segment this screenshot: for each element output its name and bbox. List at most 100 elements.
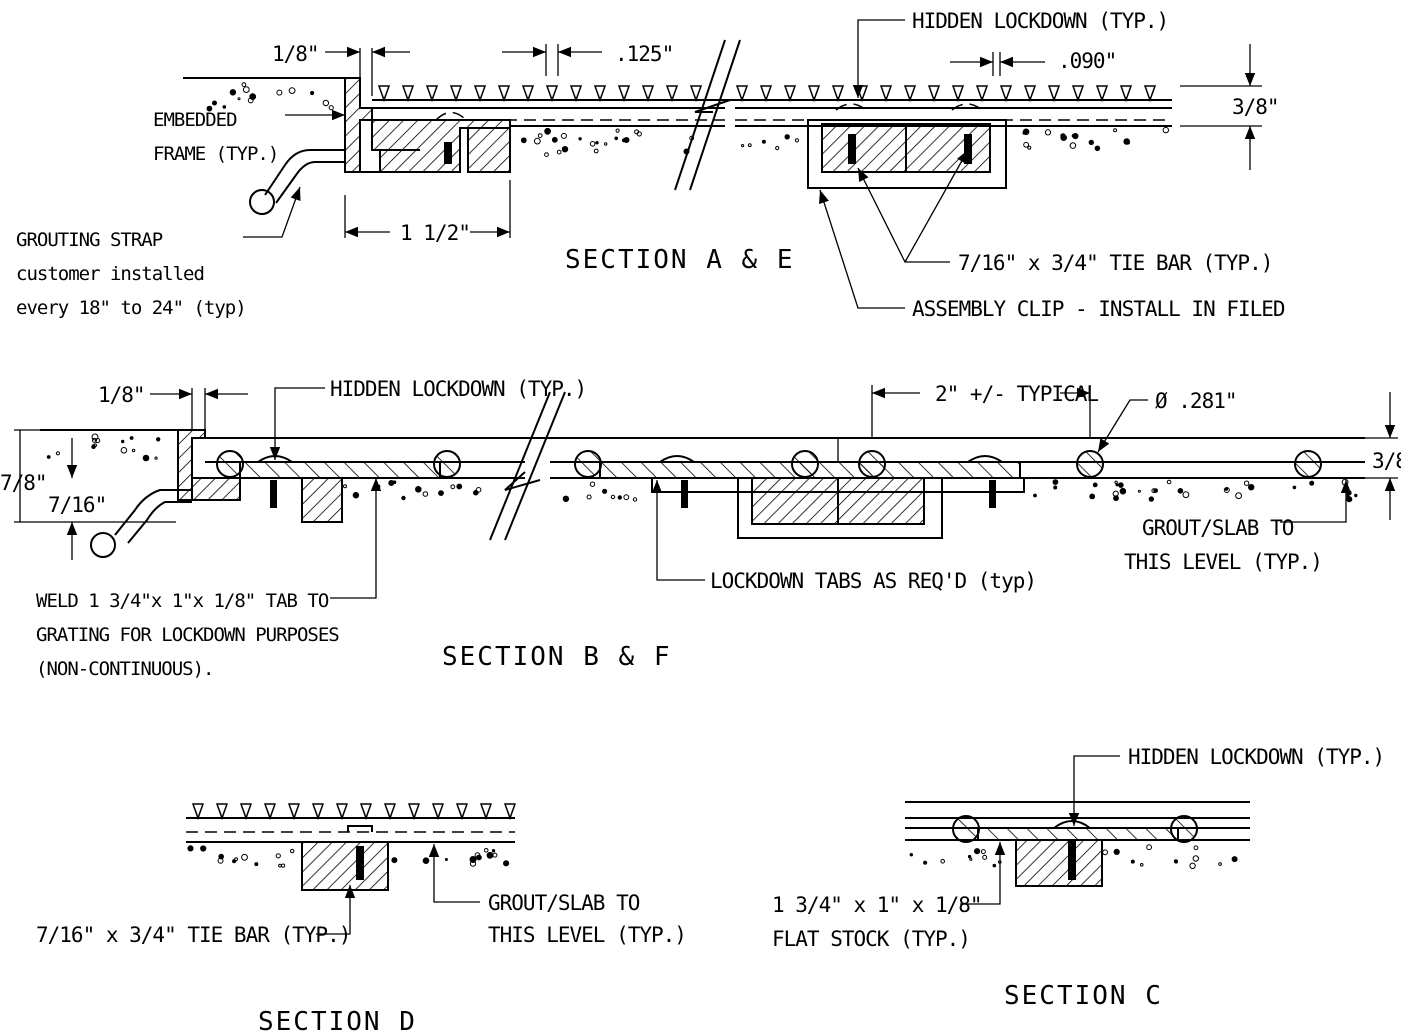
serration-mark	[473, 85, 487, 103]
aggregate-dot	[290, 848, 295, 854]
aggregate-dot	[784, 134, 790, 140]
aggregate-dot	[974, 848, 981, 855]
bf-dim-7-8: 7/8"	[0, 471, 47, 495]
aggregate-dot	[593, 148, 599, 154]
ae-assembly-clip-label: ASSEMBLY CLIP - INSTALL IN FILED	[912, 297, 1285, 321]
serration-mark	[407, 803, 421, 821]
aggregate-dot	[578, 137, 582, 141]
bf-typical-spacing-label: 2" +/- TYPICAL	[935, 382, 1098, 406]
aggregate-dot	[909, 853, 913, 857]
serration-marks	[191, 803, 517, 821]
section-c: HIDDEN LOCKDOWN (TYP.) 1 3/4" x 1" x 1/8…	[772, 745, 1385, 1011]
aggregate-dot	[1354, 493, 1358, 498]
aggregate-dot	[241, 853, 248, 861]
aggregate-dot	[1177, 488, 1184, 494]
c-flat-stock-label-2: FLAT STOCK (TYP.)	[772, 927, 970, 951]
aggregate-dot	[604, 142, 608, 146]
serration-mark	[521, 85, 535, 103]
aggregate-dot	[1346, 490, 1352, 496]
aggregate-dot	[561, 146, 569, 153]
aggregate-dot	[1023, 141, 1029, 148]
aggregate-dot	[1162, 126, 1170, 134]
aggregate-dot	[967, 854, 972, 859]
serration-marks	[377, 85, 1157, 103]
serration-mark	[975, 85, 989, 103]
aggregate-dot	[617, 495, 622, 500]
ae-dim-090: .090"	[1058, 49, 1116, 73]
aggregate-dot	[520, 137, 527, 144]
serration-mark	[431, 803, 445, 821]
aggregate-dot	[1119, 487, 1127, 495]
aggregate-dot	[1113, 848, 1120, 856]
serration-mark	[239, 803, 253, 821]
aggregate-dot	[741, 144, 745, 148]
aggregate-dot	[232, 859, 237, 864]
aggregate-dot	[1189, 862, 1196, 869]
aggregate-dot	[1033, 493, 1037, 498]
aggregate-dot	[322, 99, 330, 107]
aggregate-dot	[747, 143, 752, 148]
aggregate-dots	[909, 844, 1238, 869]
aggregate-dot	[483, 848, 489, 853]
aggregate-dot	[1173, 859, 1179, 864]
aggregate-dot	[222, 105, 227, 109]
aggregate-dot	[1130, 859, 1135, 864]
ae-dim-3-8: 3/8"	[1232, 95, 1279, 119]
aggregate-dot	[761, 139, 766, 144]
ae-grouting-strap-label-2: customer installed	[16, 263, 204, 285]
serration-mark	[287, 803, 301, 821]
aggregate-dot	[492, 852, 498, 858]
aggregate-dot	[556, 149, 562, 155]
aggregate-dot	[486, 851, 494, 859]
aggregate-dot	[1102, 849, 1108, 856]
aggregate-dot	[328, 105, 334, 111]
aggregate-dots	[206, 82, 1170, 158]
aggregate-dot	[1113, 128, 1118, 133]
aggregate-dot	[1346, 496, 1353, 503]
bf-grout-label-2: THIS LEVEL (TYP.)	[1124, 550, 1322, 574]
aggregate-dot	[1022, 128, 1030, 136]
ae-tie-bar-label: 7/16" x 3/4" TIE BAR (TYP.)	[958, 251, 1272, 275]
aggregate-dot	[288, 87, 296, 94]
aggregate-dot	[229, 89, 237, 96]
aggregate-dot	[544, 127, 551, 135]
aggregate-dot	[1151, 488, 1157, 494]
aggregate-dot	[352, 492, 360, 499]
serration-mark	[783, 85, 797, 103]
aggregate-dot	[121, 439, 125, 444]
serration-mark	[593, 85, 607, 103]
aggregate-dot	[980, 849, 986, 855]
aggregate-dot	[1235, 492, 1242, 500]
serration-mark	[735, 85, 749, 103]
ae-dim-1-1-2: 1 1/2"	[400, 221, 470, 245]
bf-dim-3-8: 3/8	[1372, 449, 1401, 473]
aggregate-dot	[1137, 489, 1141, 493]
ae-hidden-lockdown-label: HIDDEN LOCKDOWN (TYP.)	[912, 9, 1168, 33]
aggregate-dot	[1223, 487, 1230, 493]
serration-mark	[479, 803, 493, 821]
aggregate-dot	[615, 128, 620, 133]
aggregate-dot	[343, 484, 347, 489]
aggregate-dot	[91, 433, 99, 441]
serration-mark	[497, 85, 511, 103]
aggregate-dot	[93, 443, 97, 448]
aggregate-dot	[1341, 478, 1349, 486]
aggregate-dot	[1114, 480, 1118, 484]
section-a-e: 1/8" .125" .090" 3/8" 1 1/2" HIDDEN LOCK…	[16, 9, 1286, 321]
aggregate-dot	[187, 845, 194, 852]
aggregate-dot	[1088, 139, 1095, 146]
aggregate-dot	[1218, 862, 1222, 866]
aggregate-dot	[401, 495, 406, 501]
aggregate-dot	[154, 456, 158, 460]
bf-diameter-label: Ø .281"	[1155, 389, 1237, 413]
aggregate-dot	[1182, 491, 1190, 499]
aggregate-dot	[623, 494, 630, 501]
bf-dim-7-16: 7/16"	[48, 493, 106, 517]
ae-section-title: SECTION A & E	[565, 245, 795, 275]
ae-dim-1-8: 1/8"	[272, 42, 319, 66]
bf-hidden-lockdown-label: HIDDEN LOCKDOWN (TYP.)	[330, 377, 586, 401]
aggregate-dot	[940, 859, 946, 864]
aggregate-dot	[1146, 844, 1152, 851]
serration-mark	[335, 803, 349, 821]
aggregate-dot	[1052, 479, 1059, 486]
